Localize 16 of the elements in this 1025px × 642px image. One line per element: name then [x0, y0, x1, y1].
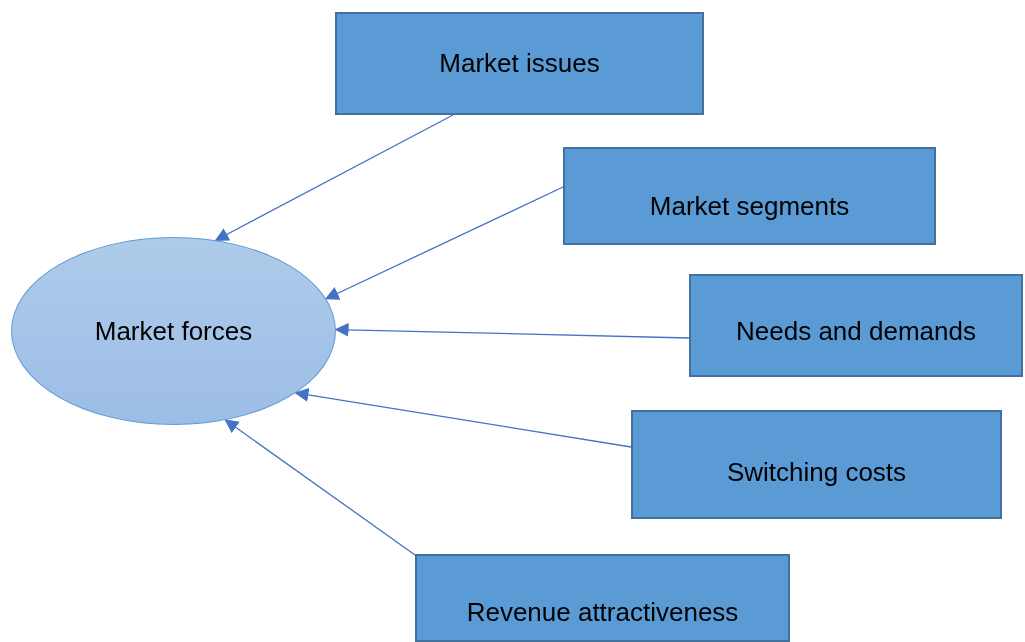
process-box	[335, 12, 704, 115]
node-label: Switching costs	[726, 457, 907, 488]
arrow	[224, 419, 416, 556]
process-box	[563, 147, 936, 245]
arrow	[324, 186, 564, 300]
process-box	[689, 274, 1023, 377]
node-label: Needs and demands	[736, 316, 976, 347]
node-label: Revenue attractiveness	[466, 596, 739, 628]
arrow	[294, 387, 632, 448]
arrow	[214, 114, 454, 241]
node-label: Market forces	[94, 315, 253, 347]
node-label: Market issues	[439, 48, 600, 79]
process-box	[415, 554, 790, 642]
arrow	[334, 322, 690, 339]
node-label: Market segments	[649, 190, 850, 222]
process-box	[631, 410, 1002, 519]
